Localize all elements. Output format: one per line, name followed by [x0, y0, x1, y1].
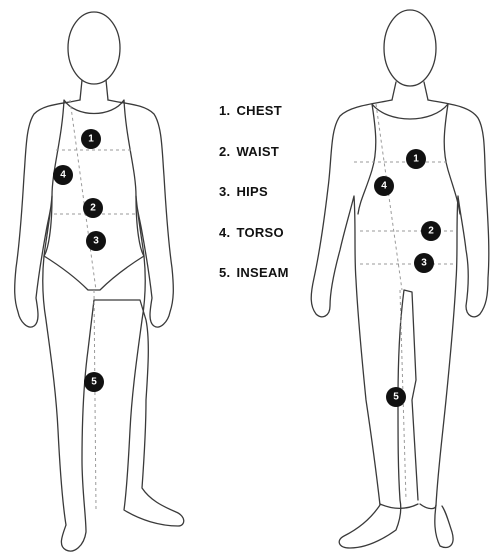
figure-unitard-outline [310, 99, 490, 549]
figure-leotard-outline [14, 99, 185, 552]
guide-leotard-inseam [93, 289, 97, 511]
legend-item-hips: 3. HIPS [219, 184, 268, 199]
marker-unitard-1: 1 [406, 149, 426, 169]
marker-leotard-3: 3 [86, 231, 106, 251]
marker-label: 4 [381, 181, 387, 192]
legend-item-chest: 1. CHEST [219, 103, 282, 118]
marker-unitard-2: 2 [421, 221, 441, 241]
legend-item-number: 3. [219, 184, 231, 199]
figure-leotard-garment [43, 99, 145, 291]
marker-label: 3 [93, 236, 99, 247]
legend-item-number: 4. [219, 225, 231, 240]
figure-unitard-garment [357, 103, 461, 510]
legend-item-inseam: 5. INSEAM [219, 265, 289, 280]
marker-label: 1 [413, 154, 419, 165]
legend-item-torso: 4. TORSO [219, 225, 284, 240]
legend-item-number: 2. [219, 144, 231, 159]
marker-label: 4 [60, 170, 66, 181]
legend-item-label: INSEAM [236, 265, 289, 280]
marker-leotard-4: 4 [53, 165, 73, 185]
marker-label: 5 [393, 392, 399, 403]
legend-item-number: 1. [219, 103, 231, 118]
figure-unitard: 1 4 2 3 5 [310, 9, 490, 549]
legend-item-number: 5. [219, 265, 231, 280]
guide-unitard-torso [375, 103, 403, 291]
guide-unitard-inseam [399, 289, 407, 501]
guide-leotard-torso [69, 99, 97, 291]
marker-unitard-3: 3 [414, 253, 434, 273]
figure-leotard-head [67, 11, 121, 85]
figure-unitard-head [383, 9, 437, 87]
marker-leotard-2: 2 [83, 198, 103, 218]
legend-item-label: TORSO [236, 225, 284, 240]
marker-label: 1 [88, 134, 94, 145]
legend-item-waist: 2. WAIST [219, 144, 279, 159]
figure-unitard-neck [391, 81, 429, 101]
marker-label: 2 [428, 226, 434, 237]
legend-item-label: CHEST [236, 103, 283, 118]
figure-leotard-neck [79, 79, 109, 101]
marker-leotard-1: 1 [81, 129, 101, 149]
legend-item-label: HIPS [236, 184, 268, 199]
marker-label: 5 [91, 377, 97, 388]
marker-unitard-4: 4 [374, 176, 394, 196]
figure-leotard: 1 4 2 3 5 [14, 11, 185, 552]
marker-label: 3 [421, 258, 427, 269]
marker-label: 2 [90, 203, 96, 214]
marker-leotard-5: 5 [84, 372, 104, 392]
marker-unitard-5: 5 [386, 387, 406, 407]
legend-item-label: WAIST [236, 144, 280, 159]
